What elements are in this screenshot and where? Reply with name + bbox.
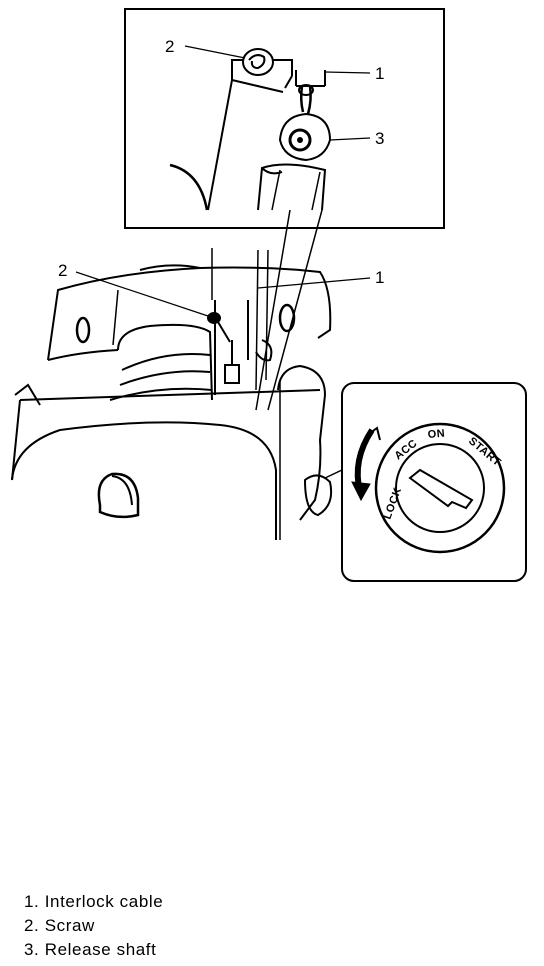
ignition-on-label: ON bbox=[427, 428, 445, 441]
ignition-start-label: START bbox=[466, 435, 503, 469]
ignition-key-inset bbox=[324, 382, 527, 582]
key-slot-icon bbox=[408, 468, 474, 510]
callout-2-main: 2 bbox=[58, 261, 67, 280]
steering-column-main-view bbox=[11, 248, 371, 540]
interlock-cable-diagram: 2 1 3 bbox=[11, 8, 527, 582]
callout-1-detail: 1 bbox=[375, 64, 384, 83]
release-shaft-end bbox=[278, 112, 332, 162]
legend-item: 1. Interlock cable bbox=[24, 892, 164, 911]
legend-item: 2. Scraw bbox=[24, 916, 95, 935]
legend-item: 3. Release shaft bbox=[24, 940, 157, 959]
callout-3-detail: 3 bbox=[375, 129, 384, 148]
callout-1-main: 1 bbox=[375, 268, 384, 287]
ignition-lock-label: LOCK bbox=[382, 486, 405, 521]
parts-legend: 1. Interlock cable 2. Scraw 3. Release s… bbox=[24, 890, 163, 962]
callout-2-detail: 2 bbox=[165, 37, 174, 56]
main-screw-icon bbox=[207, 312, 231, 343]
rotation-arrow-icon bbox=[351, 426, 381, 502]
detail-inset bbox=[124, 8, 445, 411]
detail-screw-icon bbox=[242, 48, 274, 76]
